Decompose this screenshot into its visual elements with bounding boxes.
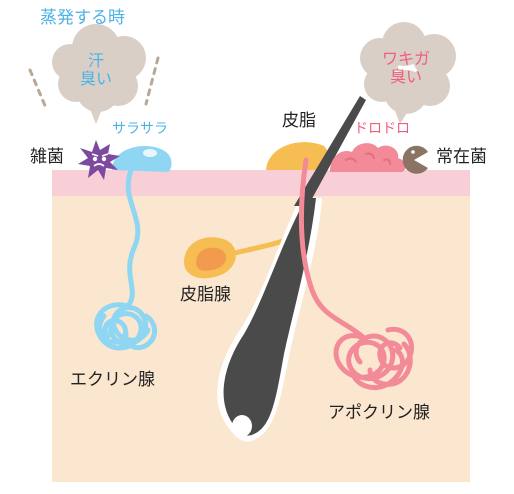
smell-line <box>28 68 48 110</box>
bacteria-icon <box>78 140 120 180</box>
label-hishi: 皮脂 <box>282 111 316 131</box>
apocrine-gland <box>298 157 414 390</box>
label-hishisen: 皮脂腺 <box>180 285 231 305</box>
label-eccrine: エクリン腺 <box>70 370 155 390</box>
smell-line <box>144 56 160 106</box>
eccrine-gland <box>94 165 157 351</box>
label-apocrine: アポクリン腺 <box>328 403 430 423</box>
wakiga-bubble-line1: ワキガ <box>381 49 430 68</box>
label-joizaikin: 常在菌 <box>436 147 487 167</box>
sweat-droplet <box>112 146 172 172</box>
hair-follicle <box>217 198 322 442</box>
label-zakkin: 雑菌 <box>30 147 64 167</box>
sweat-bubble-text: 汗 臭い <box>68 51 124 89</box>
sweat-bubble-line2: 臭い <box>79 69 112 89</box>
hair-shaft <box>294 96 366 206</box>
sweat-smell-bubble <box>52 24 146 124</box>
wakiga-smell-bubble <box>360 22 456 124</box>
wakiga-bubble-line2: 臭い <box>389 67 422 87</box>
page-title: 蒸発する時 <box>40 8 125 28</box>
label-sarasara: サラサラ <box>112 121 168 137</box>
apocrine-secretion <box>330 143 406 172</box>
sebum-blob <box>266 142 329 170</box>
wakiga-bubble-text: ワキガ 臭い <box>374 49 438 87</box>
resident-bacteria-icon <box>402 145 428 174</box>
sweat-bubble-line1: 汗 <box>87 51 104 70</box>
label-dorodoro: ドロドロ <box>354 121 410 137</box>
sebaceous-gland <box>184 235 295 279</box>
skin-surface <box>52 170 470 196</box>
